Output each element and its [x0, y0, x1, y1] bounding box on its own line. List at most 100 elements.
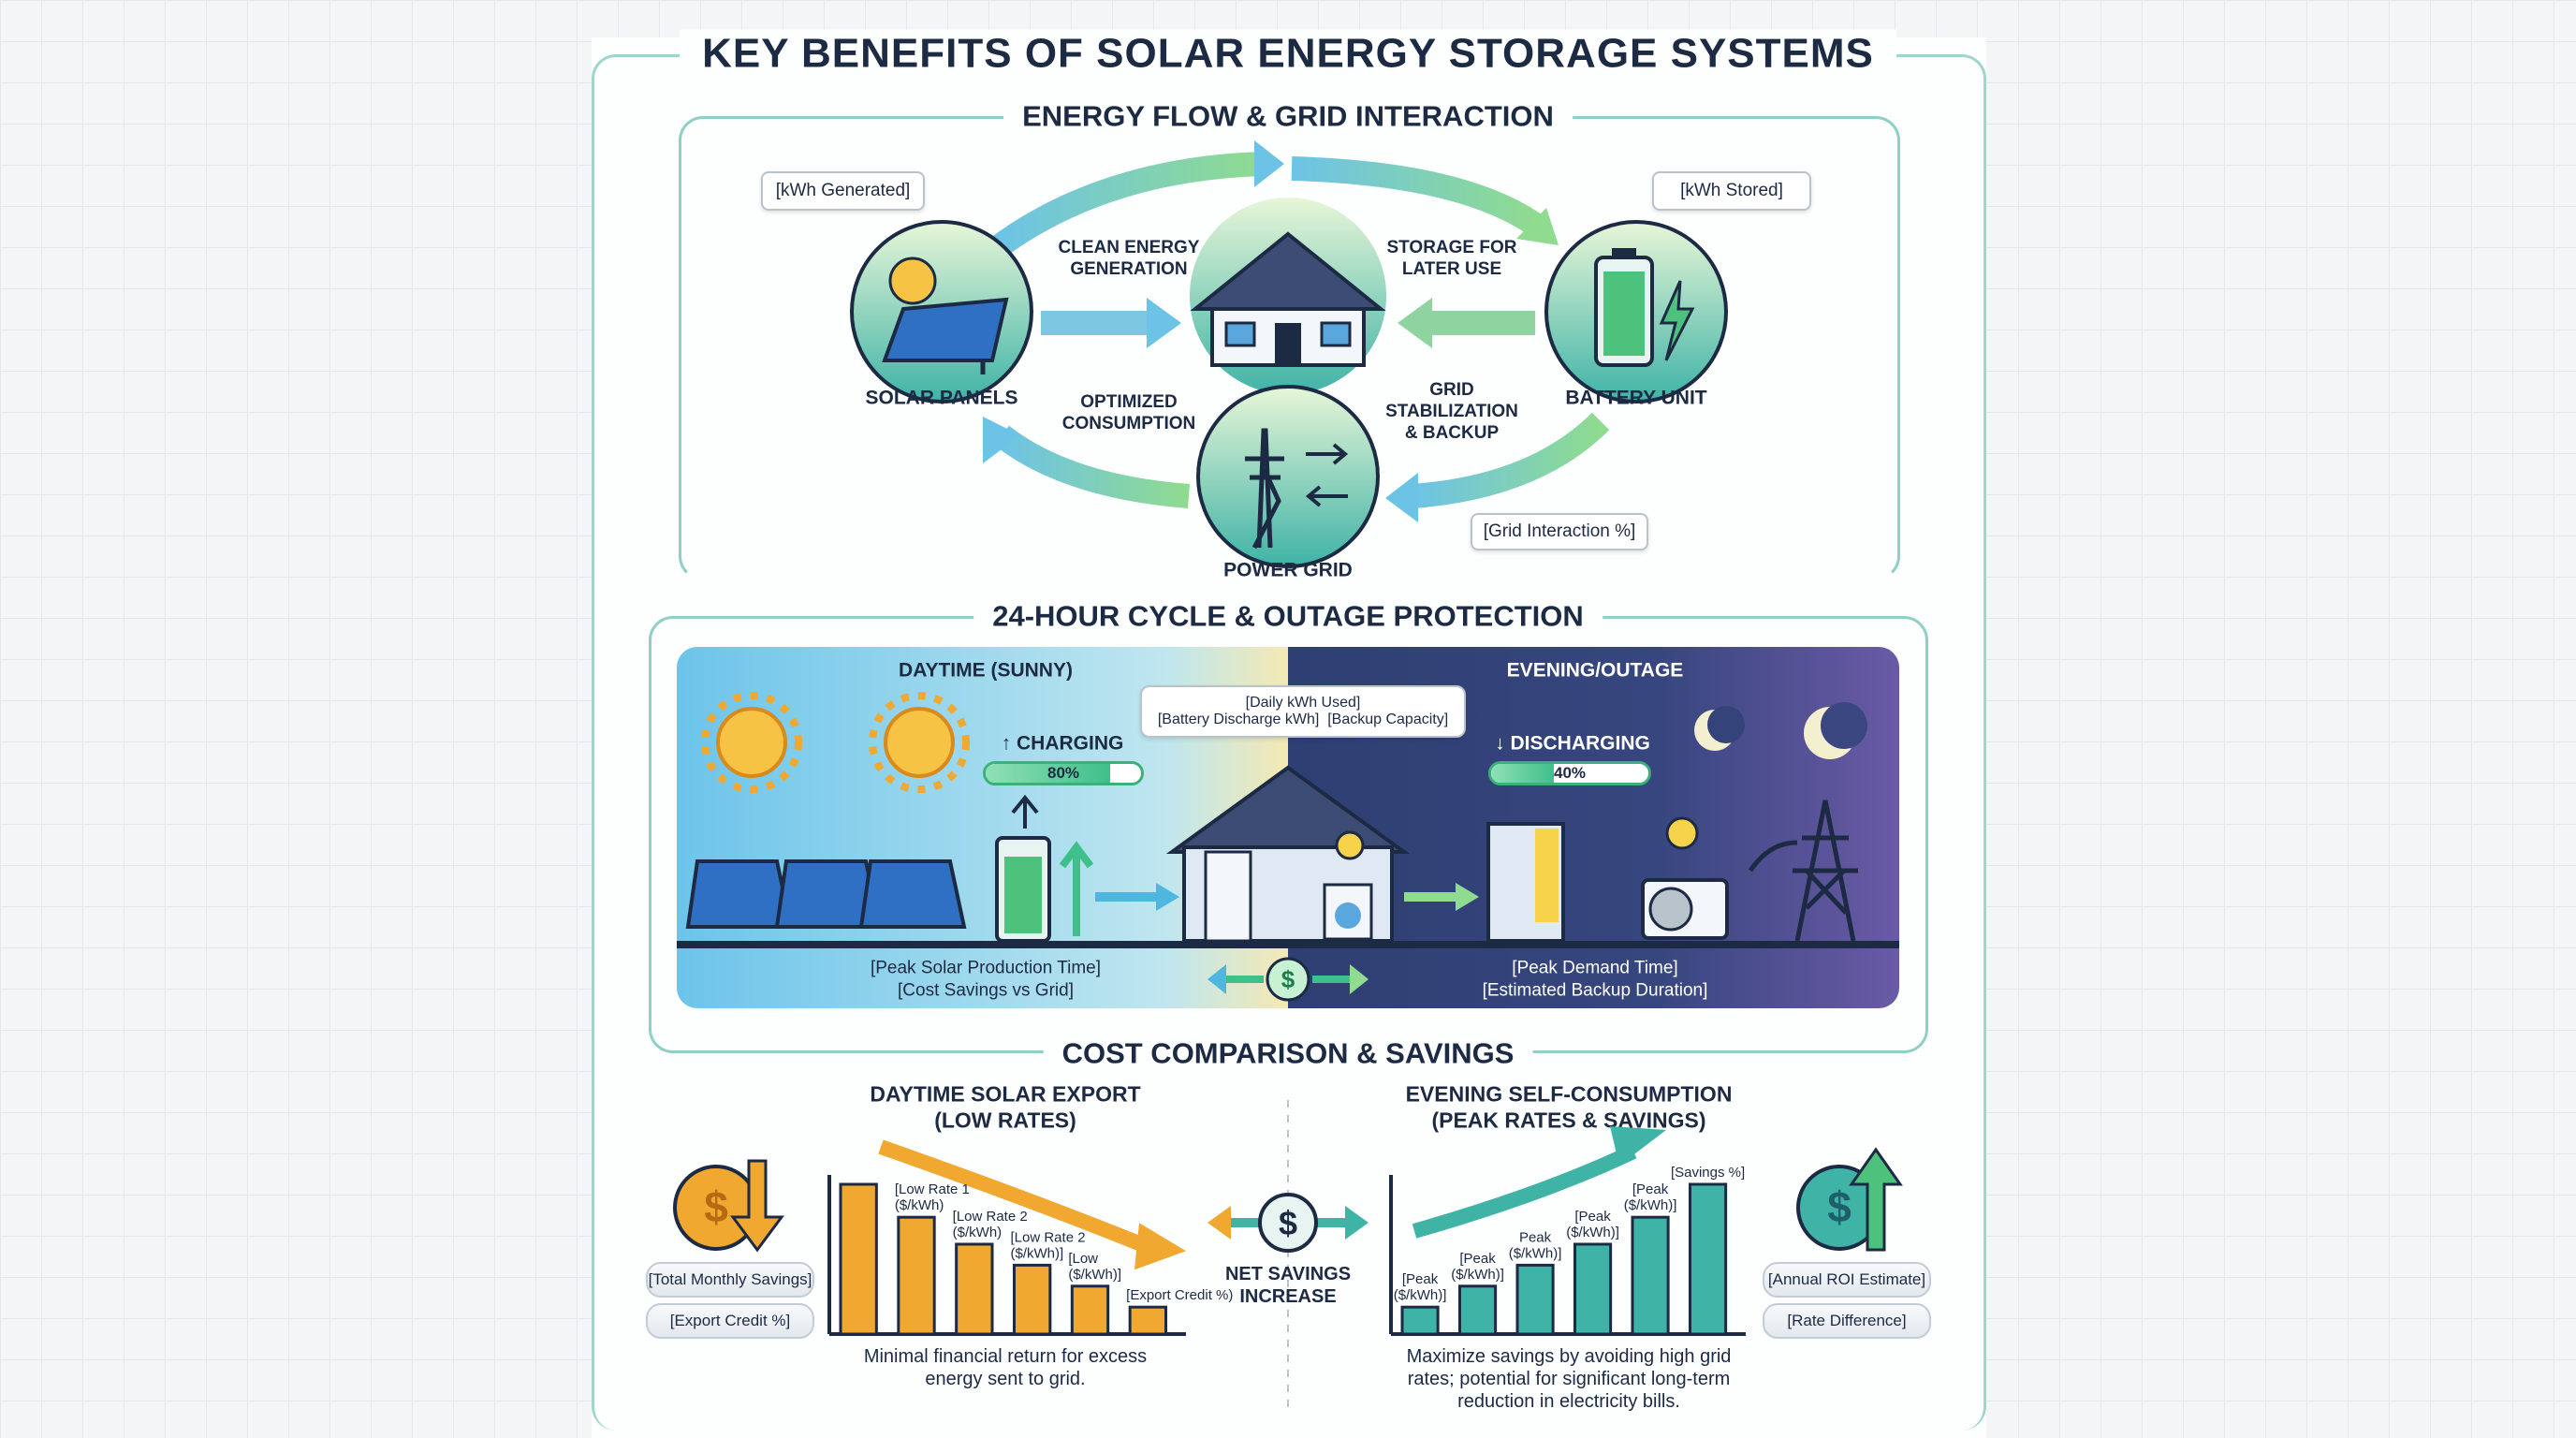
page-title: KEY BENEFITS OF SOLAR ENERGY STORAGE SYS…	[680, 29, 1896, 80]
flow-arrow-grid-solar	[993, 425, 1190, 508]
discharging-label: ↓ DISCHARGING	[1495, 732, 1650, 755]
discharging-fill	[1491, 764, 1555, 783]
bar-label-line: ($/kWh)]	[1068, 1267, 1121, 1283]
discharging-progress-bar: 40%	[1488, 761, 1651, 785]
charging-percent: 80%	[1046, 764, 1080, 782]
trend-arrow	[878, 1139, 1162, 1258]
bar-label: [Peak($/kWh)]	[1394, 1271, 1447, 1303]
chart-bar	[955, 1242, 994, 1336]
backup-capacity: [Backup Capacity]	[1327, 712, 1449, 727]
line: CONSUMPTION	[1061, 414, 1196, 433]
bar-label-line: [Low	[1068, 1251, 1098, 1267]
grid-interaction-label: [Grid Interaction %]	[1471, 513, 1648, 550]
line: INCREASE	[1239, 1286, 1337, 1307]
bar-label-line: [Peak	[1459, 1251, 1496, 1267]
line: STABILIZATION	[1385, 401, 1518, 421]
peak-solar-production-time: [Peak Solar Production Time]	[870, 958, 1102, 978]
chart-bar	[1070, 1284, 1110, 1336]
bar-label-line: ($/kWh)	[953, 1225, 1003, 1240]
evening-footer: [Peak Demand Time][Estimated Backup Dura…	[1483, 957, 1708, 1002]
line: rates; potential for significant long-te…	[1407, 1369, 1731, 1389]
sun-icon	[701, 692, 802, 793]
line: reduction in electricity bills.	[1457, 1391, 1680, 1412]
daytime-label: DAYTIME (SUNNY)	[899, 659, 1073, 682]
evening-label: EVENING/OUTAGE	[1506, 659, 1684, 682]
svg-text:$: $	[704, 1182, 728, 1231]
right-chart-title: EVENING SELF-CONSUMPTION(PEAK RATES & SA…	[1406, 1081, 1733, 1133]
estimated-backup-duration: [Estimated Backup Duration]	[1482, 980, 1708, 1000]
solar-panel-icon	[850, 220, 1033, 404]
coin-down-arrow-icon: $	[673, 1159, 784, 1253]
line: OPTIMIZED	[1080, 392, 1178, 413]
chart-bar	[897, 1215, 936, 1336]
line: Minimal financial return for excess	[863, 1346, 1148, 1367]
chart-bar	[1400, 1305, 1440, 1336]
flow-arrow-battery-grid	[1412, 412, 1610, 508]
battery-charging-icon	[995, 794, 1094, 943]
line: NET SAVINGS	[1224, 1264, 1352, 1284]
chart-bar	[1573, 1242, 1613, 1336]
bar-label: Peak($/kWh)]	[1509, 1229, 1562, 1261]
rate-difference-label: [Rate Difference]	[1763, 1303, 1931, 1339]
line: (LOW RATES)	[934, 1108, 1076, 1132]
section-title-energy-flow: ENERGY FLOW & GRID INTERACTION	[1003, 98, 1573, 134]
bar-label: [Low Rate 2($/kWh)]	[1011, 1229, 1086, 1261]
kwh-stored-label: [kWh Stored]	[1652, 171, 1811, 211]
bar-label-line: ($/kWh)]	[1624, 1197, 1677, 1213]
bar-label-line: ($/kWh)]	[1394, 1287, 1447, 1303]
chart-bar	[1515, 1263, 1555, 1336]
bar-label: [Savings %]	[1671, 1165, 1745, 1181]
backup-appliances-icon	[1486, 816, 1729, 943]
svg-text:$: $	[1279, 1204, 1297, 1242]
node-label-battery: BATTERY UNIT	[1565, 387, 1707, 409]
discharging-percent: 40%	[1553, 764, 1587, 782]
svg-text:$: $	[1281, 965, 1295, 993]
net-savings-icon: $	[1208, 1193, 1368, 1253]
line: (PEAK RATES & SAVINGS)	[1431, 1108, 1706, 1132]
battery-icon	[1544, 220, 1728, 404]
arrow-head	[983, 417, 1020, 463]
chart-bar	[1458, 1284, 1498, 1336]
ground-line	[677, 941, 1288, 948]
house-icon	[1190, 198, 1386, 394]
bar-label: [Peak($/kWh)]	[1451, 1251, 1504, 1283]
line: GRID	[1429, 379, 1474, 400]
chart-bar	[839, 1182, 878, 1336]
bar-label: [Low($/kWh)]	[1068, 1251, 1121, 1283]
total-monthly-savings-label: [Total Monthly Savings]	[646, 1262, 814, 1298]
ground-line	[1288, 941, 1899, 948]
trend-arrow	[1412, 1144, 1637, 1239]
annual-roi-label: [Annual ROI Estimate]	[1763, 1262, 1931, 1298]
transmission-tower-icon	[1748, 800, 1858, 942]
bar-label-line: ($/kWh)]	[1011, 1245, 1064, 1261]
bar-label-line: [Peak	[1632, 1181, 1669, 1197]
charging-fill	[986, 764, 1110, 783]
line: energy sent to grid.	[925, 1369, 1086, 1389]
left-chart-title: DAYTIME SOLAR EXPORT(LOW RATES)	[870, 1081, 1140, 1133]
section-title-cost: COST COMPARISON & SAVINGS	[1043, 1035, 1533, 1071]
daily-kwh-used: [Daily kWh Used]	[1245, 695, 1361, 711]
bar-label-line: ($/kWh)]	[1509, 1245, 1562, 1261]
export-credit-label: [Export Credit %]	[646, 1303, 814, 1339]
house-appliances-icon	[1165, 765, 1411, 943]
daytime-footer: [Peak Solar Production Time][Cost Saving…	[871, 957, 1101, 1002]
arrow-head	[1516, 208, 1559, 245]
arrow-head	[1385, 473, 1418, 522]
chart-bar	[1128, 1305, 1168, 1336]
peak-demand-time: [Peak Demand Time]	[1512, 958, 1678, 978]
coin-up-arrow-icon: $	[1796, 1147, 1903, 1252]
bar-label-line: ($/kWh)]	[1566, 1225, 1619, 1240]
bar-label-line: [Low Rate 2	[1011, 1229, 1086, 1245]
bar-label-line: [Export Credit %)	[1126, 1287, 1233, 1303]
dollar-exchange-icon: $	[1208, 957, 1368, 1002]
bar-label: [Peak($/kWh)]	[1624, 1181, 1677, 1213]
charging-progress-bar: 80%	[983, 761, 1144, 785]
chart-bar	[1631, 1215, 1670, 1336]
line: STORAGE FOR	[1386, 238, 1517, 258]
